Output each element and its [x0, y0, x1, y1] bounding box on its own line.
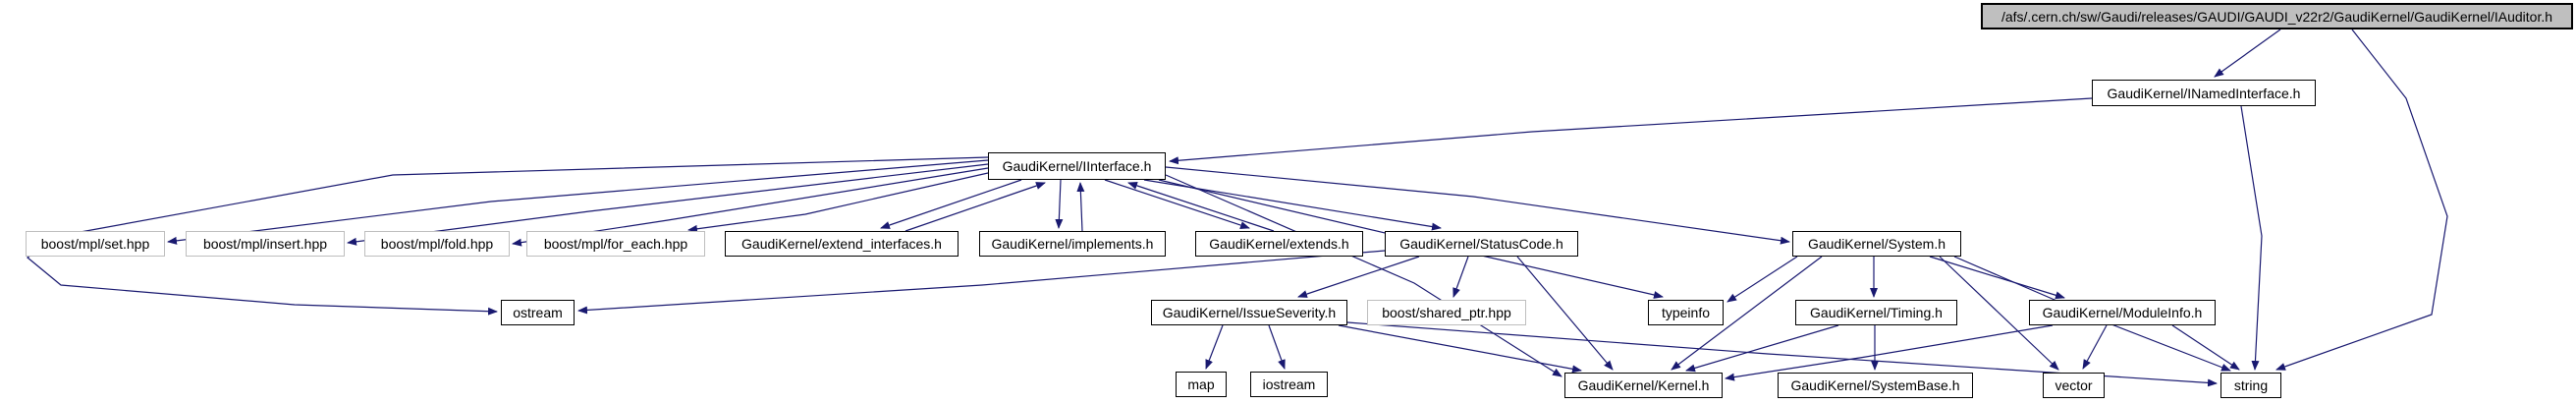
edge-extint-iinterface	[904, 182, 1046, 232]
edge-status-ostream	[577, 250, 1386, 315]
node-label-extint: GaudiKernel/extend_interfaces.h	[741, 236, 942, 252]
node-string[interactable]: string	[2220, 373, 2281, 398]
node-label-modinfo: GaudiKernel/ModuleInfo.h	[2042, 305, 2203, 320]
edge-modinfo-string	[2171, 324, 2240, 371]
node-label-set: boost/mpl/set.hpp	[40, 236, 150, 252]
edge-system-kernel	[1671, 256, 1823, 371]
node-label-ext: GaudiKernel/extends.h	[1209, 236, 1349, 252]
edge-iinterface-impl	[1055, 179, 1064, 229]
node-label-iostream: iostream	[1262, 376, 1316, 392]
edge-status-kernel	[1516, 256, 1614, 371]
node-label-impl: GaudiKernel/implements.h	[991, 236, 1154, 252]
node-set[interactable]: boost/mpl/set.hpp	[26, 231, 165, 257]
node-iauditor[interactable]: /afs/.cern.ch/sw/Gaudi/releases/GAUDI/GA…	[1981, 3, 2573, 29]
node-label-insert: boost/mpl/insert.hpp	[202, 236, 328, 252]
node-label-foreach: boost/mpl/for_each.hpp	[543, 236, 688, 252]
edge-system-vector	[1939, 256, 2059, 371]
node-iinterface[interactable]: GaudiKernel/IInterface.h	[988, 152, 1166, 180]
node-issue[interactable]: GaudiKernel/IssueSeverity.h	[1151, 300, 1347, 325]
node-foreach[interactable]: boost/mpl/for_each.hpp	[526, 231, 705, 257]
edge-inamed-string	[2240, 105, 2263, 371]
edge-iauditor-inamed	[2214, 29, 2281, 78]
node-label-typeinfo: typeinfo	[1661, 305, 1711, 320]
node-fold[interactable]: boost/mpl/fold.hpp	[364, 231, 510, 257]
node-label-timing: GaudiKernel/Timing.h	[1810, 305, 1943, 320]
edge-timing-kernel	[1685, 324, 1839, 373]
node-label-string: string	[2233, 377, 2269, 393]
edge-iauditor-string	[2275, 29, 2448, 371]
edge-system-modinfo	[1929, 256, 2065, 300]
node-modinfo[interactable]: GaudiKernel/ModuleInfo.h	[2029, 300, 2216, 325]
edge-issue-iostream	[1268, 324, 1286, 370]
node-timing[interactable]: GaudiKernel/Timing.h	[1795, 300, 1957, 325]
edge-issue-map	[1205, 324, 1224, 370]
edge-status-issue	[1297, 256, 1420, 298]
edge-iinterface-foreach	[687, 172, 989, 233]
edge-iinterface-system	[1165, 166, 1790, 245]
node-label-iauditor: /afs/.cern.ch/sw/Gaudi/releases/GAUDI/GA…	[2001, 8, 2553, 25]
node-label-iinterface: GaudiKernel/IInterface.h	[1002, 158, 1152, 174]
edge-iinterface-ostream	[27, 156, 989, 316]
node-system[interactable]: GaudiKernel/System.h	[1792, 231, 1961, 257]
node-label-systembase: GaudiKernel/SystemBase.h	[1790, 377, 1960, 393]
node-label-status: GaudiKernel/StatusCode.h	[1399, 236, 1563, 252]
node-status[interactable]: GaudiKernel/StatusCode.h	[1385, 231, 1578, 257]
edge-system-typeinfo	[1726, 256, 1798, 303]
edge-issue-kernel	[1338, 324, 1582, 374]
node-inamed[interactable]: GaudiKernel/INamedInterface.h	[2092, 80, 2316, 106]
edge-ext-iinterface	[1127, 182, 1275, 232]
node-ext[interactable]: GaudiKernel/extends.h	[1195, 231, 1363, 257]
node-insert[interactable]: boost/mpl/insert.hpp	[186, 231, 345, 257]
edge-modinfo-kernel	[1725, 324, 2054, 381]
node-label-ostream: ostream	[513, 305, 563, 320]
edge-modinfo-vector	[2082, 324, 2108, 370]
edge-status-sharedptr	[1452, 256, 1469, 298]
node-label-issue: GaudiKernel/IssueSeverity.h	[1162, 305, 1337, 320]
edge-iinterface-extint	[880, 179, 1022, 229]
node-systembase[interactable]: GaudiKernel/SystemBase.h	[1778, 373, 1973, 398]
node-extint[interactable]: GaudiKernel/extend_interfaces.h	[725, 231, 959, 257]
node-label-kernel: GaudiKernel/Kernel.h	[1577, 377, 1710, 393]
node-iostream[interactable]: iostream	[1250, 372, 1328, 397]
node-label-inamed: GaudiKernel/INamedInterface.h	[2107, 85, 2301, 101]
edge-iinterface-set	[167, 159, 989, 245]
edge-iinterface-ext	[1104, 179, 1250, 229]
edge-iinterface-kernel	[1165, 174, 1562, 377]
node-ostream[interactable]: ostream	[501, 300, 575, 325]
node-impl[interactable]: GaudiKernel/implements.h	[979, 231, 1166, 257]
node-sharedptr[interactable]: boost/shared_ptr.hpp	[1367, 300, 1526, 325]
node-label-map: map	[1187, 376, 1215, 392]
node-label-fold: boost/mpl/fold.hpp	[380, 236, 494, 252]
node-label-sharedptr: boost/shared_ptr.hpp	[1382, 305, 1511, 320]
node-label-system: GaudiKernel/System.h	[1807, 236, 1946, 252]
node-kernel[interactable]: GaudiKernel/Kernel.h	[1564, 373, 1723, 398]
node-map[interactable]: map	[1176, 372, 1227, 397]
node-vector[interactable]: vector	[2043, 373, 2105, 398]
node-typeinfo[interactable]: typeinfo	[1648, 300, 1724, 325]
edge-impl-iinterface	[1076, 182, 1085, 232]
edge-inamed-iinterface	[1169, 97, 2093, 165]
node-label-vector: vector	[2055, 377, 2093, 393]
